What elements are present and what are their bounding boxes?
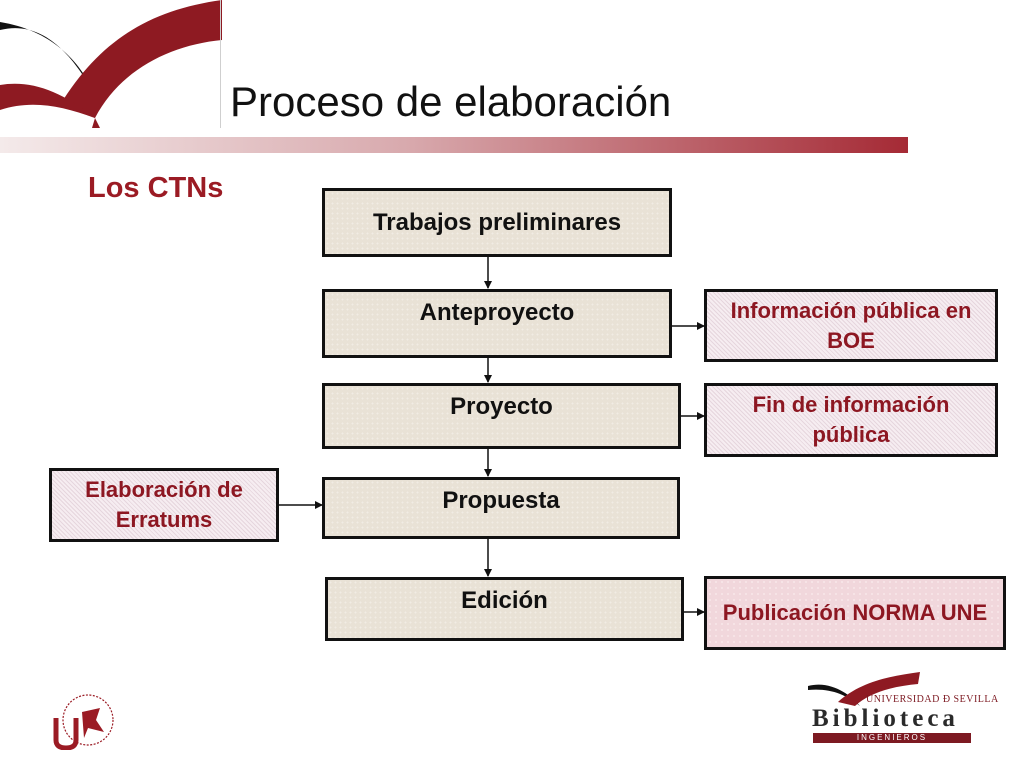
library-university-label: UNIVERSIDAD Ð SEVILLA [866, 694, 999, 705]
side-informacion-publica-boe: Información pública en BOE [704, 289, 998, 362]
library-name: Biblioteca [812, 705, 959, 732]
library-section-bar: INGENIEROS [813, 733, 971, 743]
side-elaboracion-erratums: Elaboración de Erratums [49, 468, 279, 542]
step-proyecto: Proyecto [322, 383, 681, 449]
side-publicacion-norma-une: Publicación NORMA UNE [704, 576, 1006, 650]
side-fin-informacion-publica: Fin de información pública [704, 383, 998, 457]
title-gradient-bar [0, 137, 908, 153]
step-anteproyecto: Anteproyecto [322, 289, 672, 358]
step-trabajos-preliminares: Trabajos preliminares [322, 188, 672, 257]
slide-title: Proceso de elaboración [230, 78, 672, 125]
step-edicion: Edición [325, 577, 684, 641]
university-seal-logo [53, 694, 114, 750]
slide-subtitle: Los CTNs [88, 172, 224, 204]
header-swoosh-logo [0, 0, 222, 128]
step-propuesta: Propuesta [322, 477, 680, 539]
title-divider [220, 0, 221, 128]
biblioteca-swoosh-logo [808, 672, 920, 706]
